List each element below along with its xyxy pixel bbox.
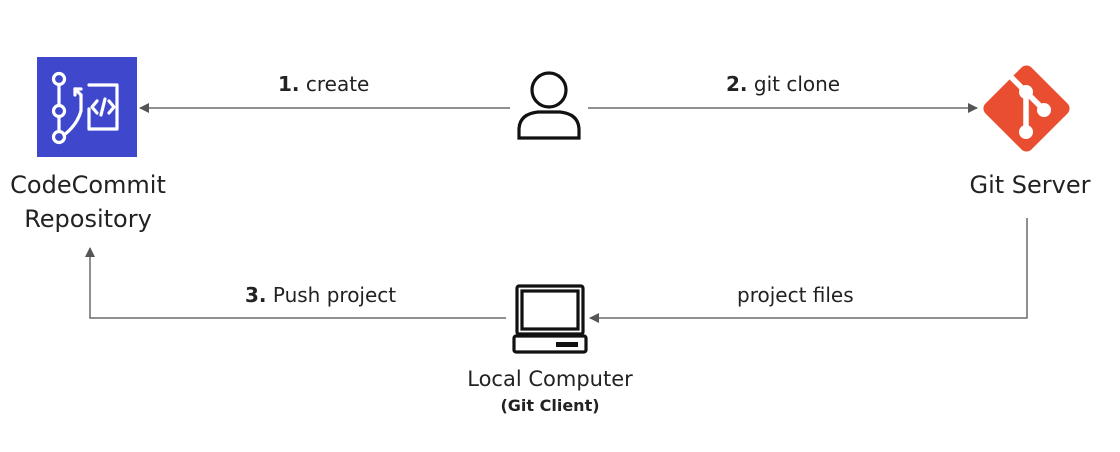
computer-icon	[512, 284, 588, 354]
local-computer-label: Local Computer (Git Client)	[440, 364, 660, 418]
push-project-step-number: 3.	[245, 283, 267, 307]
push-project-arrow	[85, 247, 506, 319]
push-project-step-text: Push project	[266, 283, 397, 307]
git-server-label: Git Server	[969, 171, 1091, 199]
local-computer-sublabel: (Git Client)	[500, 396, 600, 415]
git-clone-label: 2. git clone	[726, 72, 840, 96]
codecommit-label: CodeCommit Repository	[0, 168, 176, 236]
project-files-arrow	[589, 218, 1028, 323]
user-icon	[517, 71, 581, 140]
create-step-number: 1.	[278, 72, 300, 96]
create-step-text: create	[299, 72, 370, 96]
create-label: 1. create	[278, 72, 369, 96]
git-clone-step-text: git clone	[747, 72, 841, 96]
git-clone-step-number: 2.	[726, 72, 748, 96]
git-icon	[983, 65, 1070, 152]
push-project-label: 3. Push project	[245, 283, 396, 307]
project-files-label: project files	[737, 283, 854, 307]
codecommit-label-line2: Repository	[24, 205, 152, 233]
codecommit-icon	[37, 57, 137, 157]
local-computer-title: Local Computer	[467, 367, 633, 391]
codecommit-label-line1: CodeCommit	[10, 171, 166, 199]
